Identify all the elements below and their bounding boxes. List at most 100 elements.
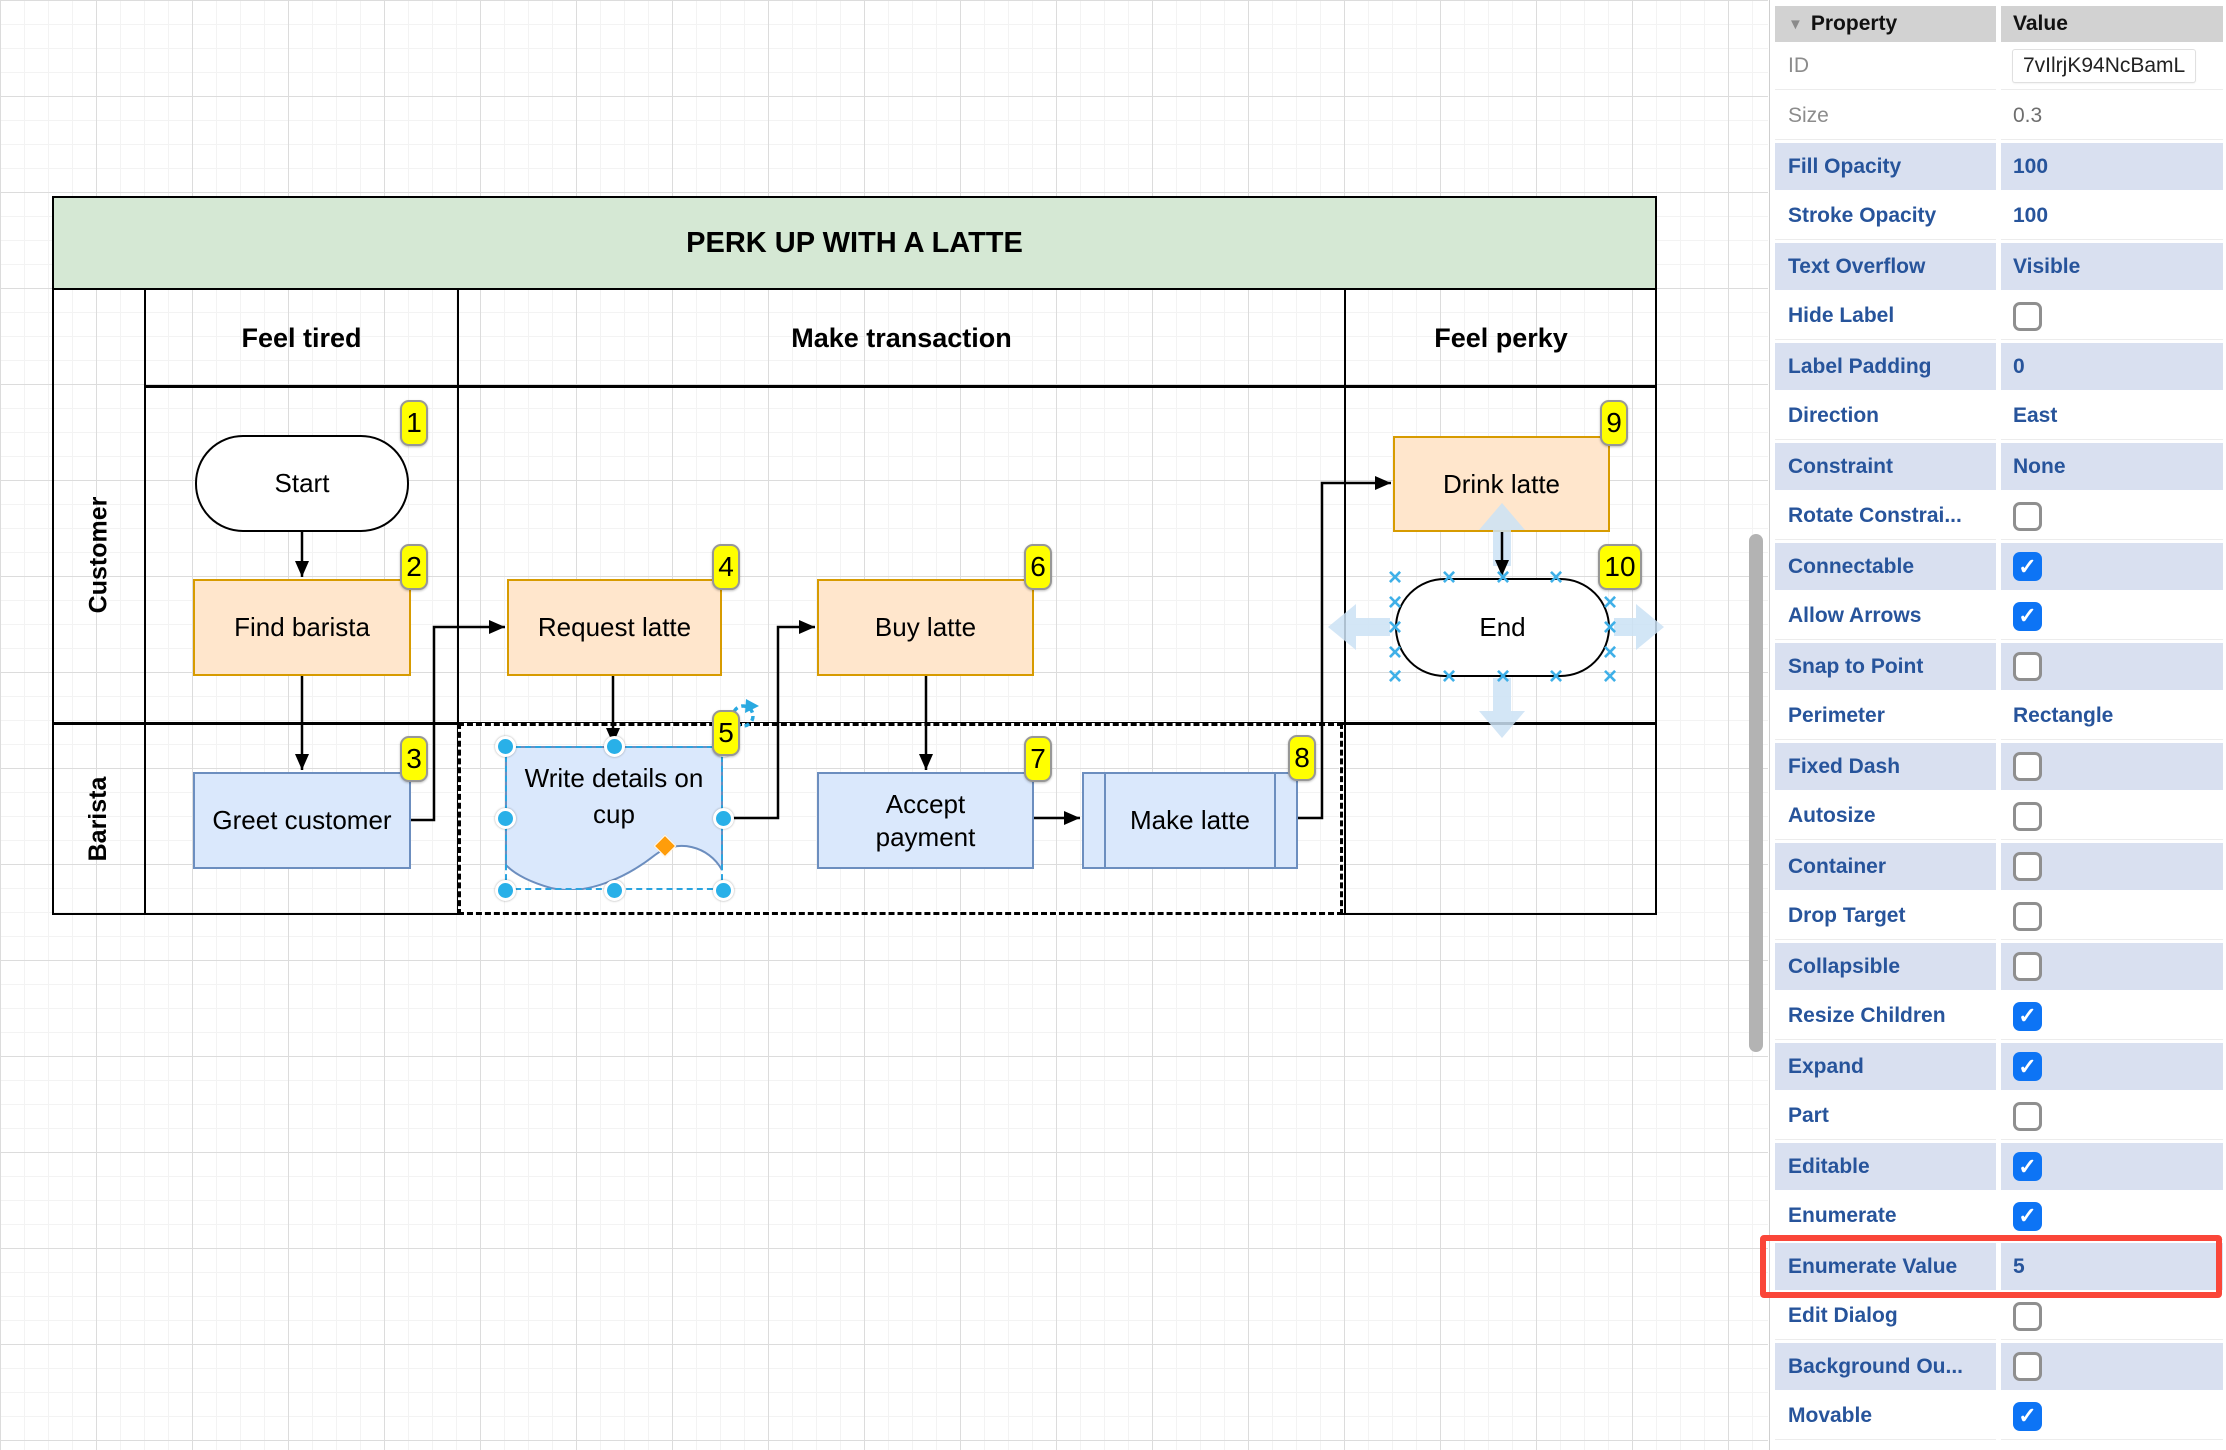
resize-handle[interactable] (495, 880, 516, 901)
property-label: ID (1775, 43, 1996, 90)
property-value[interactable] (2001, 293, 2223, 340)
checkbox-unchecked[interactable] (2013, 652, 2042, 681)
property-value[interactable]: 5 (2001, 1243, 2223, 1290)
node-drink-latte[interactable]: Drink latte (1393, 436, 1610, 532)
property-value[interactable]: ✓ (2001, 1143, 2223, 1190)
property-value[interactable]: ✓ (2001, 593, 2223, 640)
property-value[interactable]: ✓ (2001, 1393, 2223, 1440)
resize-handle[interactable] (495, 808, 516, 829)
phase-header-feel-tired[interactable]: Feel tired (241, 323, 362, 353)
checkbox-checked[interactable]: ✓ (2013, 601, 2042, 631)
resize-handle[interactable] (604, 880, 625, 901)
property-label: Expand (1775, 1043, 1996, 1090)
checkbox-unchecked[interactable] (2013, 901, 2042, 931)
enumerate-badge-9: 9 (1600, 400, 1628, 446)
property-value[interactable] (2001, 493, 2223, 540)
lane-label-barista[interactable]: Barista (83, 776, 112, 862)
property-label: Editable (1775, 1143, 1996, 1190)
checkbox-unchecked[interactable] (2013, 1352, 2042, 1381)
property-value[interactable] (2001, 1093, 2223, 1140)
panel-header-row: ▼ Property Value (1775, 6, 2223, 42)
checkbox-unchecked[interactable] (2013, 852, 2042, 881)
node-start[interactable]: Start (195, 435, 409, 532)
property-value[interactable] (2001, 1343, 2223, 1390)
property-value[interactable] (2001, 793, 2223, 840)
resize-handle[interactable] (495, 736, 516, 757)
value-text: 5 (2013, 1254, 2025, 1278)
checkbox-checked[interactable]: ✓ (2013, 552, 2042, 581)
enumerate-badge-3: 3 (400, 736, 428, 782)
property-value[interactable]: 0 (2001, 343, 2223, 390)
phase-header-bottom-line (145, 385, 1657, 388)
property-value[interactable]: 100 (2001, 193, 2223, 240)
checkbox-checked[interactable]: ✓ (2013, 1001, 2042, 1031)
property-value[interactable]: 7vIlrjK94NcBamL (2001, 43, 2223, 90)
property-row-editable: Editable ✓ (1775, 1143, 2223, 1190)
property-label: Resize Children (1775, 993, 1996, 1040)
property-label: Fixed Dash (1775, 743, 1996, 790)
property-label: Background Ou... (1775, 1343, 1996, 1390)
checkbox-unchecked[interactable] (2013, 501, 2042, 531)
id-value-field[interactable]: 7vIlrjK94NcBamL (2013, 50, 2196, 82)
node-request-latte[interactable]: Request latte (507, 579, 722, 676)
property-label: Label Padding (1775, 343, 1996, 390)
property-label: Text Overflow (1775, 243, 1996, 290)
property-value[interactable]: ✓ (2001, 1043, 2223, 1090)
lane-label-customer[interactable]: Customer (84, 496, 112, 614)
phase-header-feel-perky[interactable]: Feel perky (1434, 323, 1568, 353)
panel-header-property[interactable]: ▼ Property (1775, 6, 1996, 42)
node-greet-customer[interactable]: Greet customer (193, 772, 411, 869)
collapse-triangle-icon[interactable]: ▼ (1788, 15, 1803, 33)
property-value[interactable]: ✓ (2001, 1193, 2223, 1240)
checkbox-checked[interactable]: ✓ (2013, 1401, 2042, 1431)
value-text: None (2013, 454, 2066, 478)
property-value[interactable] (2001, 1293, 2223, 1340)
property-value[interactable]: 0.3 (2001, 93, 2223, 140)
node-make-latte[interactable]: Make latte (1082, 772, 1298, 869)
vertical-scrollbar-thumb[interactable] (1749, 534, 1763, 1052)
checkbox-checked[interactable]: ✓ (2013, 1152, 2042, 1181)
red-highlight-annotation (1760, 1235, 2222, 1298)
value-text: Visible (2013, 254, 2081, 278)
resize-handle[interactable] (604, 736, 625, 757)
node-buy-latte[interactable]: Buy latte (817, 579, 1034, 676)
checkbox-unchecked[interactable] (2013, 801, 2042, 831)
property-value[interactable]: East (2001, 393, 2223, 440)
node-write-details-on-cup[interactable]: Write details on cup (505, 746, 723, 890)
checkbox-unchecked[interactable] (2013, 301, 2042, 331)
property-value[interactable]: None (2001, 443, 2223, 490)
pool-title[interactable]: PERK UP WITH A LATTE (52, 196, 1657, 290)
property-value[interactable]: ✓ (2001, 993, 2223, 1040)
property-label: Part (1775, 1093, 1996, 1140)
property-value[interactable] (2001, 943, 2223, 990)
checkbox-checked[interactable]: ✓ (2013, 1201, 2042, 1231)
property-value[interactable] (2001, 893, 2223, 940)
checkbox-unchecked[interactable] (2013, 752, 2042, 781)
property-value[interactable] (2001, 743, 2223, 790)
property-label: Drop Target (1775, 893, 1996, 940)
node-end[interactable]: End (1395, 578, 1610, 677)
resize-handle[interactable] (713, 808, 734, 829)
diagram-canvas[interactable]: PERK UP WITH A LATTE Feel tired Make tra… (0, 0, 1768, 1450)
node-accept-payment[interactable]: Accept payment (817, 772, 1034, 869)
resize-handle[interactable] (713, 880, 734, 901)
checkbox-unchecked[interactable] (2013, 952, 2042, 981)
node-find-barista[interactable]: Find barista (193, 579, 411, 676)
checkbox-checked[interactable]: ✓ (2013, 1052, 2042, 1081)
property-row-fixed-dash: Fixed Dash (1775, 743, 2223, 790)
checkbox-unchecked[interactable] (2013, 1101, 2042, 1131)
property-value[interactable]: Visible (2001, 243, 2223, 290)
phase-header-make-transaction[interactable]: Make transaction (791, 323, 1012, 353)
property-value[interactable] (2001, 643, 2223, 690)
property-value[interactable]: ✓ (2001, 543, 2223, 590)
property-value[interactable]: 100 (2001, 143, 2223, 190)
property-row-container: Container (1775, 843, 2223, 890)
property-value[interactable]: Rectangle (2001, 693, 2223, 740)
property-value[interactable] (2001, 843, 2223, 890)
checkbox-unchecked[interactable] (2013, 1301, 2042, 1331)
